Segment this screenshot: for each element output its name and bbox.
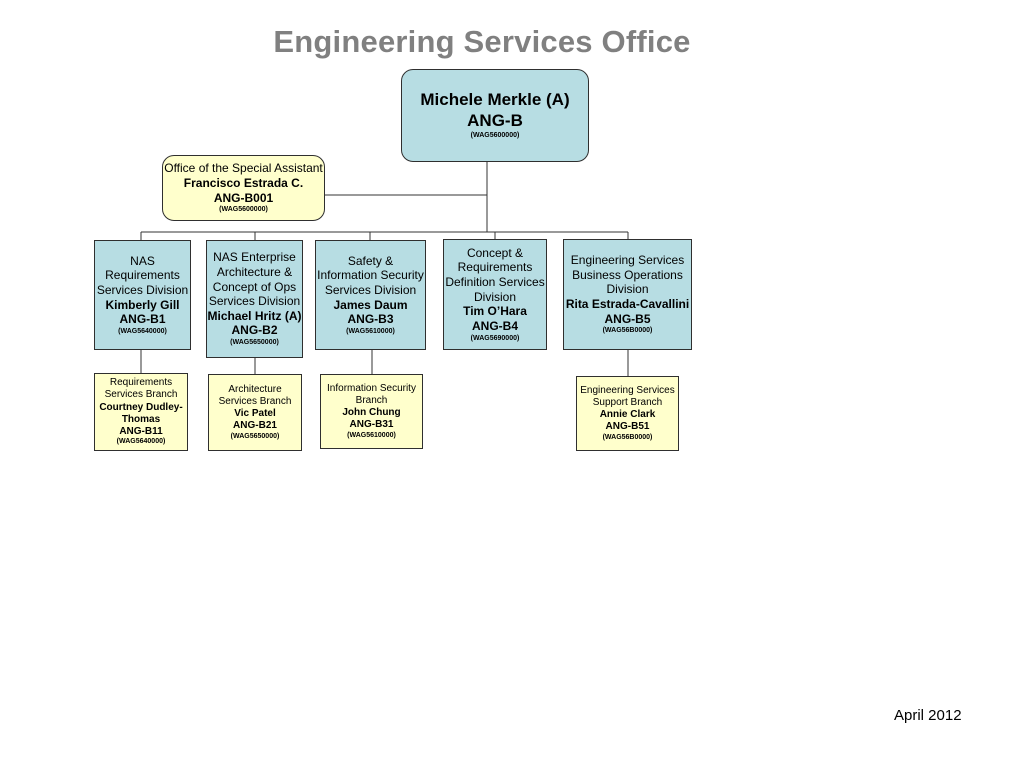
branch-wag: (WAG56B0000) xyxy=(602,433,653,441)
division-code: ANG-B3 xyxy=(347,312,394,327)
branch-manager-line: Vic Patel xyxy=(234,408,276,420)
division-code: ANG-B5 xyxy=(604,311,651,326)
branch-wag: (WAG5640000) xyxy=(116,438,166,446)
division-box-b4: Concept & Requirements Definition Servic… xyxy=(443,239,547,350)
division-title-line: Services Division xyxy=(96,282,189,297)
branch-manager-line: Courtney Dudley- xyxy=(99,401,183,413)
division-title-line: Services Division xyxy=(208,294,301,309)
head-wag: (WAG5600000) xyxy=(470,132,520,140)
branch-code: ANG-B21 xyxy=(233,420,277,432)
page-title: Engineering Services Office xyxy=(273,24,691,59)
division-title-line: Business Operations xyxy=(572,267,683,282)
branch-title-line: Services Branch xyxy=(218,396,292,408)
division-wag: (WAG5650000) xyxy=(230,339,279,347)
branch-box-b11: Requirements Services Branch Courtney Du… xyxy=(94,373,188,451)
division-box-b2: NAS Enterprise Architecture & Concept of… xyxy=(206,240,303,358)
branch-box-b51: Engineering Services Support Branch Anni… xyxy=(576,376,679,451)
head-code: ANG-B xyxy=(467,110,523,130)
division-title-line: Concept & xyxy=(466,245,524,260)
division-code: ANG-B2 xyxy=(231,323,278,338)
division-box-b1: NAS Requirements Services Division Kimbe… xyxy=(94,240,191,350)
division-wag: (WAG5610000) xyxy=(346,327,395,335)
branch-manager-line: John Chung xyxy=(342,407,401,419)
division-title-line: Information Security xyxy=(317,268,424,283)
branch-box-b31: Information Security Branch John Chung A… xyxy=(320,374,423,449)
branch-wag: (WAG5610000) xyxy=(347,431,396,439)
division-title-line: Definition Services xyxy=(445,275,545,290)
division-code: ANG-B1 xyxy=(119,312,166,327)
division-title-line: Safety & xyxy=(347,253,394,268)
branch-wag: (WAG5650000) xyxy=(230,432,280,440)
division-manager: James Daum xyxy=(333,297,408,312)
division-manager: Kimberly Gill xyxy=(105,297,180,312)
division-wag: (WAG5640000) xyxy=(118,327,167,335)
branch-box-b21: Architecture Services Branch Vic Patel A… xyxy=(208,374,302,451)
assistant-wag: (WAG5600000) xyxy=(219,206,268,214)
branch-title-line: Information Security xyxy=(327,382,416,394)
branch-manager-line: Thomas xyxy=(121,413,161,425)
division-manager: Tim O’Hara xyxy=(463,304,527,319)
branch-code: ANG-B51 xyxy=(605,421,650,433)
division-title-line: NAS Enterprise xyxy=(213,250,296,265)
division-box-b3: Safety & Information Security Services D… xyxy=(315,240,426,350)
branch-code: ANG-B11 xyxy=(119,426,163,438)
division-manager: Rita Estrada-Cavallini xyxy=(565,297,690,312)
division-title-line: Concept of Ops xyxy=(212,279,297,294)
division-code: ANG-B4 xyxy=(471,318,518,333)
branch-manager-line: Annie Clark xyxy=(599,409,656,421)
division-title-line: Services Division xyxy=(324,282,417,297)
division-title-line: Requirements xyxy=(457,260,533,275)
branch-code: ANG-B31 xyxy=(349,419,394,431)
division-wag: (WAG5690000) xyxy=(470,334,520,342)
division-title-line: Architecture & xyxy=(216,264,293,279)
branch-title-line: Architecture xyxy=(228,383,282,395)
footer-date: April 2012 xyxy=(894,707,962,724)
branch-title-line: Requirements xyxy=(109,377,173,389)
assistant-code: ANG-B001 xyxy=(213,190,274,205)
division-title-line: Division xyxy=(606,282,649,297)
branch-title-line: Services Branch xyxy=(104,389,178,401)
branch-title-line: Support Branch xyxy=(592,397,663,409)
division-manager: Michael Hritz (A) xyxy=(207,308,302,323)
division-wag: (WAG56B0000) xyxy=(602,327,653,335)
assistant-name: Francisco Estrada C. xyxy=(183,175,304,190)
division-title-line: Division xyxy=(473,289,516,304)
division-box-b5: Engineering Services Business Operations… xyxy=(563,239,692,350)
branch-title-line: Branch xyxy=(355,395,388,407)
branch-title-line: Engineering Services xyxy=(580,384,675,396)
division-title-line: Engineering Services xyxy=(570,253,685,268)
assistant-box: Office of the Special Assistant Francisc… xyxy=(162,155,325,221)
division-title-line: Requirements xyxy=(105,268,180,283)
head-name: Michele Merkle (A) xyxy=(420,90,570,109)
head-box: Michele Merkle (A) ANG-B (WAG5600000) xyxy=(401,69,589,162)
assistant-office: Office of the Special Assistant xyxy=(164,161,323,176)
division-title-line: NAS xyxy=(130,253,155,268)
